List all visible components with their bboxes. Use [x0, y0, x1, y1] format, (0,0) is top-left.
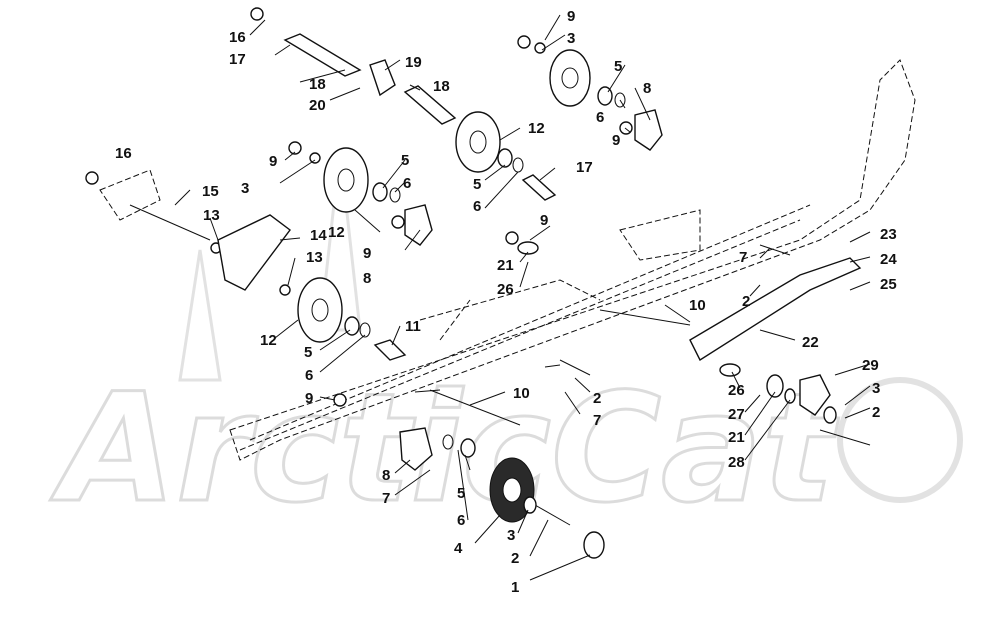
callout-13-a: 13 — [203, 207, 220, 224]
bracket-19 — [369, 59, 396, 97]
callout-22: 22 — [802, 334, 819, 351]
callout-19: 19 — [405, 54, 422, 71]
callout-18-b: 18 — [433, 78, 450, 95]
cap-1 — [583, 531, 605, 559]
callout-14: 14 — [310, 227, 327, 244]
callout-3-bottom: 3 — [507, 527, 515, 544]
callout-2-upper: 2 — [742, 293, 750, 310]
spacer-17 — [521, 174, 557, 201]
callout-15: 15 — [202, 183, 219, 200]
bolt-10-upper — [599, 309, 691, 326]
callout-4: 4 — [454, 540, 463, 557]
watermark-wheel-icon — [837, 377, 963, 503]
callout-5-d: 5 — [304, 344, 312, 361]
callout-2-right: 2 — [872, 404, 880, 421]
callout-6-a: 6 — [596, 109, 604, 126]
callout-1: 1 — [511, 579, 519, 596]
callout-5-a: 5 — [614, 58, 622, 75]
callout-7-c: 7 — [382, 490, 390, 507]
callout-18-a: 18 — [309, 76, 326, 93]
idler-wheels — [297, 49, 591, 523]
callout-labels: 1 2 2 2 2 3 3 3 3 4 5 5 5 5 5 6 6 6 6 6 … — [115, 8, 897, 596]
shaft-17-top — [283, 33, 362, 77]
callout-27: 27 — [728, 406, 745, 423]
brackets — [217, 59, 862, 471]
callout-6-b: 6 — [403, 175, 411, 192]
wheel-12-a — [549, 49, 591, 107]
callout-26-b: 26 — [728, 382, 745, 399]
callout-9-d: 9 — [363, 245, 371, 262]
callout-13-b: 13 — [306, 249, 323, 266]
callout-10-b: 10 — [513, 385, 530, 402]
callout-29: 29 — [862, 357, 879, 374]
spacer-18 — [403, 85, 457, 125]
callout-11: 11 — [405, 318, 421, 335]
arm-14 — [217, 214, 291, 291]
callout-2-bottom: 2 — [511, 550, 519, 567]
callout-20: 20 — [309, 97, 326, 114]
watermark: ArcticCat — [49, 149, 963, 538]
bracket-8-right — [634, 109, 663, 151]
callout-7-a: 7 — [739, 249, 747, 266]
callout-12-b: 12 — [328, 224, 345, 241]
callout-2-mid: 2 — [593, 390, 601, 407]
callout-3-right: 3 — [872, 380, 880, 397]
callout-12-c: 12 — [260, 332, 277, 349]
callout-28: 28 — [728, 454, 745, 471]
callout-16-b: 16 — [115, 145, 132, 162]
bolt-2-right — [819, 429, 871, 446]
callout-17-b: 17 — [576, 159, 593, 176]
bracket-8-bottom — [399, 427, 433, 471]
callout-5-e: 5 — [457, 485, 465, 502]
callout-10-a: 10 — [689, 297, 706, 314]
callout-8-b: 8 — [363, 270, 371, 287]
bolt-7-right — [759, 244, 791, 256]
spacer-11 — [373, 339, 407, 361]
callout-5-c: 5 — [473, 176, 481, 193]
bracket-8-left — [404, 204, 433, 246]
watermark-text: ArcticCat — [50, 362, 839, 536]
shafts — [129, 33, 871, 526]
shaft-15 — [129, 204, 211, 241]
wheel-12-c — [323, 147, 369, 213]
callout-6-e: 6 — [457, 512, 465, 529]
callout-25: 25 — [880, 276, 897, 293]
bolt-10-lower — [429, 389, 521, 426]
block-29 — [799, 374, 831, 416]
callout-9-c: 9 — [269, 153, 277, 170]
callout-9-e: 9 — [540, 212, 548, 229]
callout-5-b: 5 — [401, 152, 409, 169]
callout-6-c: 6 — [473, 198, 481, 215]
small-parts — [85, 7, 837, 559]
callout-12-a: 12 — [528, 120, 545, 137]
callout-17-a: 17 — [229, 51, 246, 68]
callout-26-a: 26 — [497, 281, 514, 298]
callout-21-b: 21 — [728, 429, 745, 446]
callout-6-d: 6 — [305, 367, 313, 384]
leader-lines — [174, 14, 871, 581]
wheel-12-d — [297, 277, 343, 343]
wheel-12-b — [455, 111, 501, 173]
callout-9-b: 9 — [612, 132, 620, 149]
callout-7-b: 7 — [593, 412, 601, 429]
bolt-2-mid — [559, 359, 591, 376]
callout-23: 23 — [880, 226, 897, 243]
bolt-2-bottom — [534, 504, 571, 526]
callout-3-left: 3 — [241, 180, 249, 197]
callout-9-f: 9 — [305, 390, 313, 407]
callout-9-a: 9 — [567, 8, 575, 25]
callout-8-c: 8 — [382, 467, 390, 484]
plate-22 — [689, 257, 862, 362]
callout-8-a: 8 — [643, 80, 651, 97]
callout-21-a: 21 — [497, 257, 514, 274]
callout-3-top: 3 — [567, 30, 575, 47]
callout-16-a: 16 — [229, 29, 246, 46]
callout-24: 24 — [880, 251, 897, 268]
